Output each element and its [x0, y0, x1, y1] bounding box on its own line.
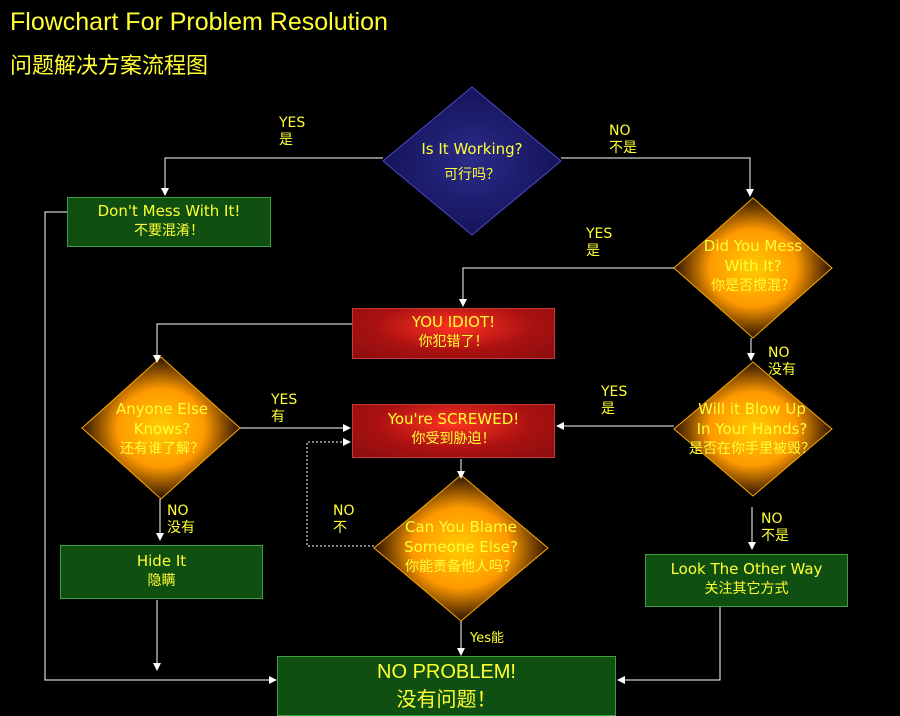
- label-mess-yes-cn: 是: [586, 243, 600, 259]
- label-blow-yes-cn: 是: [601, 401, 615, 417]
- no-problem-en: NO PROBLEM!: [377, 661, 516, 683]
- idiot-cn: 你犯错了！: [418, 334, 489, 350]
- anyone-knows-diamond: [81, 356, 241, 500]
- anyone-knows-en1: Anyone Else: [115, 400, 208, 418]
- look-away-cn: 关注其它方式: [704, 581, 789, 597]
- page-subtitle: 问题解决方案流程图: [10, 54, 209, 79]
- look-away-en: Look The Other Way: [670, 560, 823, 578]
- dont-mess-box: Don't Mess With It! 不要混淆！: [67, 197, 271, 247]
- did-mess-cn: 你是否搅混？: [711, 278, 795, 294]
- idiot-en: YOU IDIOT!: [411, 313, 496, 331]
- did-mess-en2: With It?: [724, 257, 782, 275]
- hide-it-box: Hide It 隐瞒: [60, 545, 263, 599]
- label-blame-yes: Yes能: [470, 631, 504, 646]
- label-knows-yes-cn: 有: [271, 409, 285, 425]
- edge-look-to-noproblem: [617, 607, 721, 684]
- label-mess-yes-en: YES: [586, 226, 613, 242]
- label-working-yes-cn: 是: [279, 132, 293, 148]
- did-mess-diamond: [673, 197, 833, 339]
- edge-working-no: [561, 157, 754, 197]
- page-title: Flowchart For Problem Resolution: [10, 8, 388, 36]
- edge-idiot-to-knows: [153, 323, 352, 363]
- idiot-box: YOU IDIOT! 你犯错了！: [352, 308, 555, 359]
- label-working-yes-en: YES: [279, 115, 306, 131]
- anyone-knows-text: Anyone Else Knows? 还有谁了解？: [92, 399, 232, 459]
- label-mess-no-en: NO: [768, 345, 790, 361]
- screwed-en: You're SCREWED!: [387, 410, 520, 428]
- blow-up-text: Will it Blow Up In Your Hands? 是否在你手里被毁？: [672, 399, 832, 459]
- blame-text: Can You Blame Someone Else? 你能责备他人吗？: [381, 517, 541, 577]
- blow-up-cn: 是否在你手里被毁？: [689, 441, 815, 457]
- label-mess-no: NO 没有: [768, 345, 796, 379]
- label-blow-no-en: NO: [761, 511, 783, 527]
- label-knows-yes-en: YES: [271, 392, 298, 408]
- label-knows-yes: YES 有: [271, 392, 297, 426]
- label-blow-yes: YES 是: [601, 384, 627, 418]
- label-blame-no-cn: 不: [333, 520, 347, 536]
- hide-it-cn: 隐瞒: [147, 573, 176, 589]
- no-problem-cn: 没有问题！: [396, 687, 497, 711]
- label-blow-no-cn: 不是: [761, 528, 789, 544]
- edge-blame-no: [306, 438, 374, 547]
- label-knows-no-en: NO: [167, 503, 189, 519]
- label-mess-no-cn: 没有: [768, 362, 796, 378]
- label-knows-no-cn: 没有: [167, 520, 195, 536]
- is-working-text: Is It Working? 可行吗？: [392, 139, 552, 185]
- anyone-knows-cn: 还有谁了解？: [120, 441, 204, 457]
- edge-dontmess-to-noproblem: [44, 211, 277, 684]
- blow-up-en1: Will it Blow Up: [698, 400, 806, 418]
- did-mess-text: Did You Mess With It? 你是否搅混？: [683, 236, 823, 296]
- blame-en1: Can You Blame: [404, 518, 518, 536]
- screwed-box: You're SCREWED! 你受到胁迫！: [352, 404, 555, 458]
- anyone-knows-en2: Knows?: [133, 420, 191, 438]
- no-problem-box: NO PROBLEM! 没有问题！: [277, 656, 616, 716]
- did-mess-en1: Did You Mess: [703, 237, 803, 255]
- edge-mess-yes: [459, 267, 674, 307]
- label-blow-no: NO 不是: [761, 511, 789, 545]
- blow-up-diamond: [673, 361, 833, 497]
- blow-up-en2: In Your Hands?: [696, 420, 808, 438]
- label-blame-no: NO 不: [333, 503, 355, 537]
- label-blow-yes-en: YES: [601, 384, 628, 400]
- label-mess-yes: YES 是: [586, 226, 612, 260]
- label-working-no-cn: 不是: [609, 140, 637, 156]
- dont-mess-cn: 不要混淆！: [134, 223, 204, 239]
- label-blame-no-en: NO: [333, 503, 355, 519]
- is-working-en: Is It Working?: [421, 140, 523, 158]
- look-away-box: Look The Other Way 关注其它方式: [645, 554, 848, 607]
- label-working-yes: YES 是: [279, 115, 305, 149]
- screwed-cn: 你受到胁迫！: [411, 431, 496, 447]
- is-working-cn: 可行吗？: [444, 167, 500, 183]
- blame-cn: 你能责备他人吗？: [405, 559, 517, 575]
- dont-mess-en: Don't Mess With It!: [97, 202, 241, 220]
- is-working-diamond: [382, 86, 562, 236]
- blame-en2: Someone Else?: [404, 538, 518, 556]
- label-working-no-en: NO: [609, 123, 631, 139]
- label-working-no: NO 不是: [609, 123, 637, 157]
- hide-it-en: Hide It: [136, 552, 187, 570]
- edge-working-yes: [161, 157, 383, 196]
- label-knows-no: NO 没有: [167, 503, 195, 537]
